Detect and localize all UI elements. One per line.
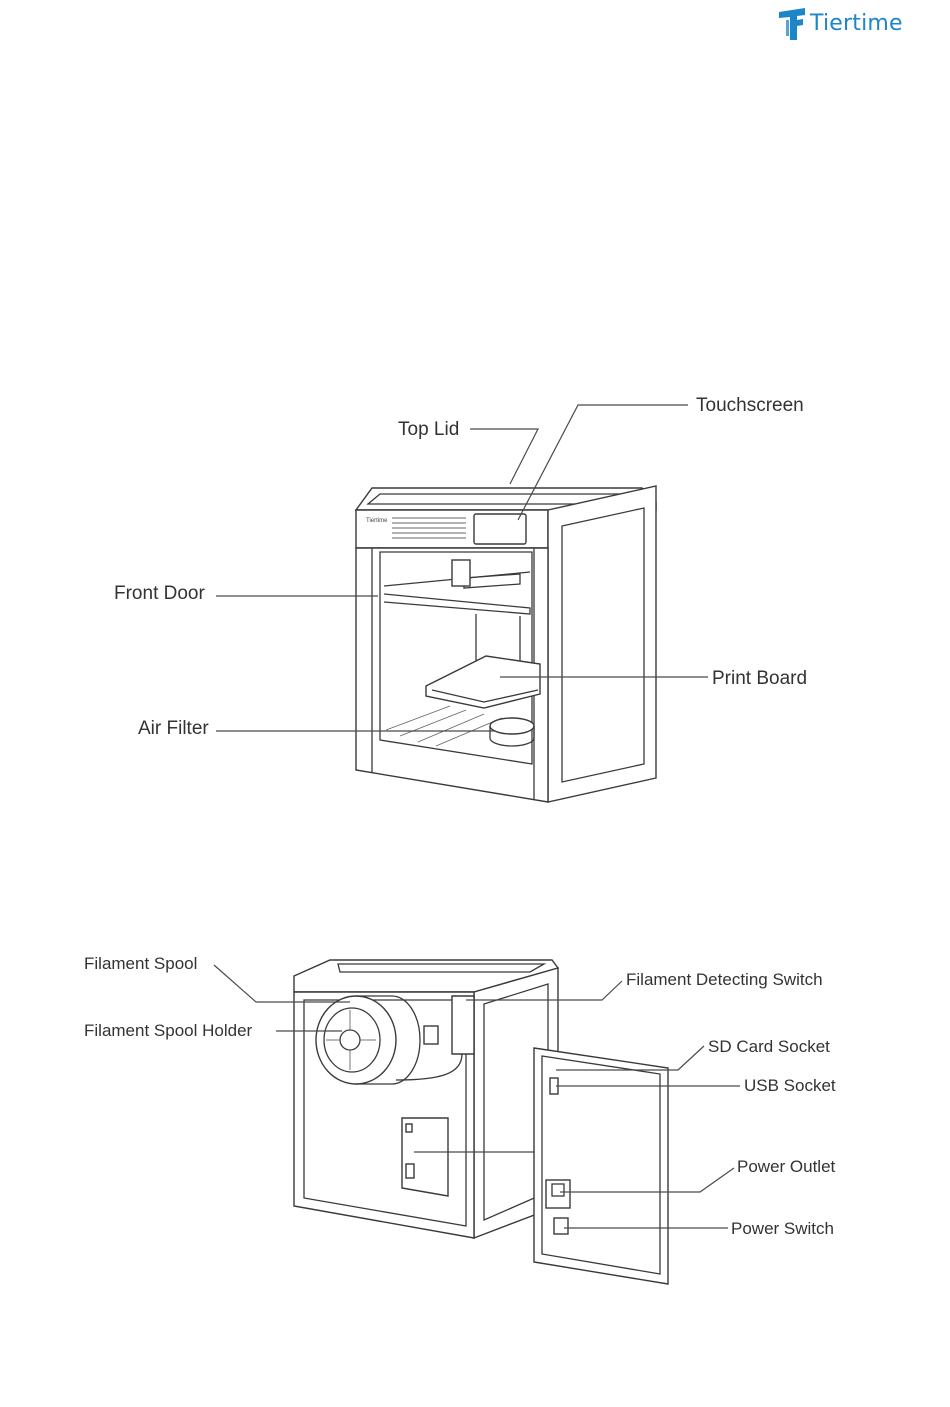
sd-card-socket-label: SD Card Socket <box>708 1037 830 1056</box>
front-view-diagram: Tiertime Top Lid Touchscreen Front Door … <box>0 380 950 810</box>
svg-text:Tiertime: Tiertime <box>366 518 388 524</box>
filament-spool-holder-label: Filament Spool Holder <box>84 1021 253 1040</box>
top-lid-leader <box>470 429 538 484</box>
printer-rear-illustration <box>294 960 668 1284</box>
front-door-label: Front Door <box>114 583 205 604</box>
brand-logo: Tiertime <box>777 6 927 44</box>
rear-view-diagram: Filament Spool Filament Spool Holder Fil… <box>0 940 950 1290</box>
filament-detecting-switch-label: Filament Detecting Switch <box>626 970 823 989</box>
power-outlet-label: Power Outlet <box>737 1157 836 1176</box>
printer-front-illustration: Tiertime <box>356 486 656 802</box>
filament-spool-label: Filament Spool <box>84 954 197 973</box>
touchscreen-label: Touchscreen <box>696 395 804 416</box>
print-board-label: Print Board <box>712 668 807 689</box>
usb-socket-label: USB Socket <box>744 1076 836 1095</box>
top-lid-label: Top Lid <box>398 419 459 440</box>
air-filter-label: Air Filter <box>138 718 209 739</box>
power-switch-label: Power Switch <box>731 1219 834 1238</box>
brand-name: Tiertime <box>810 11 903 36</box>
tiertime-logo-icon <box>777 6 809 42</box>
